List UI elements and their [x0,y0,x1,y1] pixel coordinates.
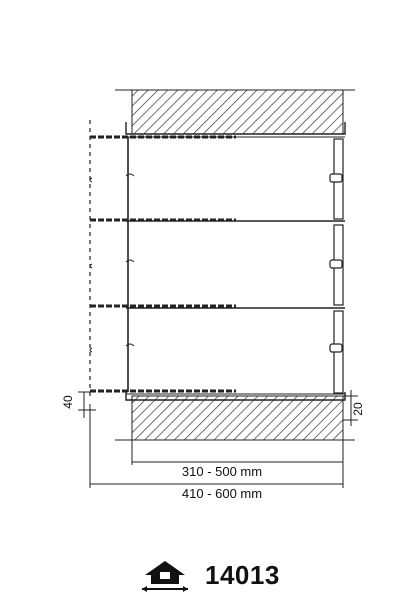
house-mounting-icon [142,561,188,592]
right-rail-modules [329,138,344,394]
right-offset-dimension [343,390,358,426]
outer-width-label: 410 - 600 mm [182,486,262,501]
post-hooks [125,173,135,347]
product-code: 14013 [205,560,280,590]
right-offset-label: 20 [351,402,365,416]
shelf-rail-upper [90,218,345,222]
shelf-rail-lower [90,304,345,309]
width-dimension-lines [89,404,344,488]
left-offset-dimension [78,391,96,418]
top-wall [115,89,355,135]
inner-width-label: 310 - 500 mm [182,464,262,479]
left-offset-label: 40 [61,395,75,409]
top-frame-profile [90,122,346,139]
left-hooks [89,177,93,353]
bottom-wall [115,395,355,441]
